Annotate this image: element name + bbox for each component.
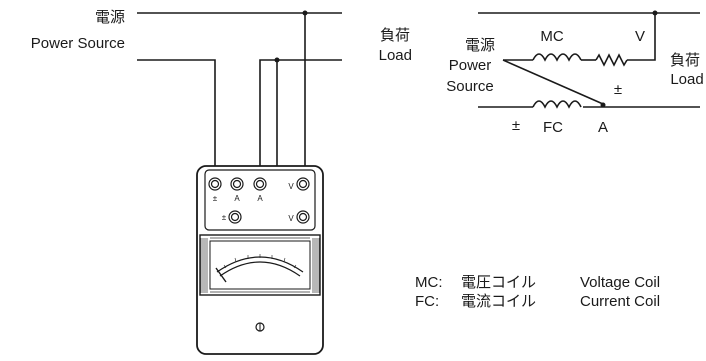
right-load-label-jp: 負荷 — [670, 52, 700, 69]
legend-mc-jp: 電圧コイル — [461, 274, 536, 291]
meter-scale-inner — [209, 240, 311, 290]
legend: MC: 電圧コイル Voltage Coil FC: 電流コイル Current… — [415, 274, 660, 310]
right-junction-top — [652, 10, 658, 16]
a-terminal-wire — [259, 59, 277, 177]
meter-hatching — [200, 237, 320, 293]
legend-fc-key: FC: — [415, 293, 439, 310]
terminal-a2-label: A — [257, 194, 263, 203]
wattmeter: ± A A V ± V — [196, 165, 324, 355]
mc-coil — [532, 53, 582, 62]
terminal-a1: A — [230, 177, 244, 203]
fc-label: FC — [543, 119, 563, 136]
junction-dot-load — [274, 57, 280, 63]
bottom-line-wire — [137, 59, 216, 177]
legend-fc-en: Current Coil — [580, 293, 660, 310]
mc-label: MC — [540, 28, 563, 45]
left-source-label-en: Power Source — [31, 35, 125, 52]
meter-scale-ticks — [223, 254, 297, 269]
left-load-label-en: Load — [379, 47, 412, 64]
left-load-label-jp: 負荷 — [380, 27, 410, 44]
terminal-v-top-label: V — [288, 182, 294, 191]
terminal-v-lower: V — [288, 210, 310, 224]
meter-scale-arc-inner — [219, 261, 301, 277]
left-source-label-jp: 電源 — [95, 9, 125, 26]
v-label: V — [635, 28, 645, 45]
right-source-label-en-2: Source — [446, 78, 494, 95]
right-load-label-en: Load — [670, 71, 703, 88]
meter-needle — [215, 267, 227, 283]
legend-fc-jp: 電流コイル — [461, 293, 536, 310]
terminal-pm-label: ± — [213, 194, 218, 203]
pm-right-label: ± — [614, 81, 622, 98]
a-label: A — [598, 119, 608, 136]
terminal-pm-lower-label: ± — [222, 213, 227, 222]
terminal-v-top: V — [288, 177, 310, 191]
right-source-label-en-1: Power — [449, 57, 492, 74]
right-schematic: 電源 Power Source 負荷 Load MC V FC A ± ± — [446, 10, 704, 136]
terminal-pm: ± — [208, 177, 222, 203]
left-wiring: 電源 Power Source 負荷 Load ± A — [31, 9, 412, 355]
legend-mc-key: MC: — [415, 274, 443, 291]
right-junction-a — [600, 102, 606, 108]
resistor-zigzag — [595, 53, 628, 67]
terminal-a2: A — [253, 177, 267, 203]
resistor-to-top-wire — [627, 13, 656, 61]
junction-dot-top — [302, 10, 308, 16]
right-source-label-jp: 電源 — [465, 37, 495, 54]
legend-mc-en: Voltage Coil — [580, 274, 660, 291]
diagonal-wire — [502, 59, 604, 105]
terminal-pm-lower: ± — [222, 210, 242, 224]
pm-left-label: ± — [512, 117, 520, 134]
fc-coil — [532, 100, 582, 109]
terminal-v-lower-label: V — [288, 214, 294, 223]
terminal-a1-label: A — [234, 194, 240, 203]
